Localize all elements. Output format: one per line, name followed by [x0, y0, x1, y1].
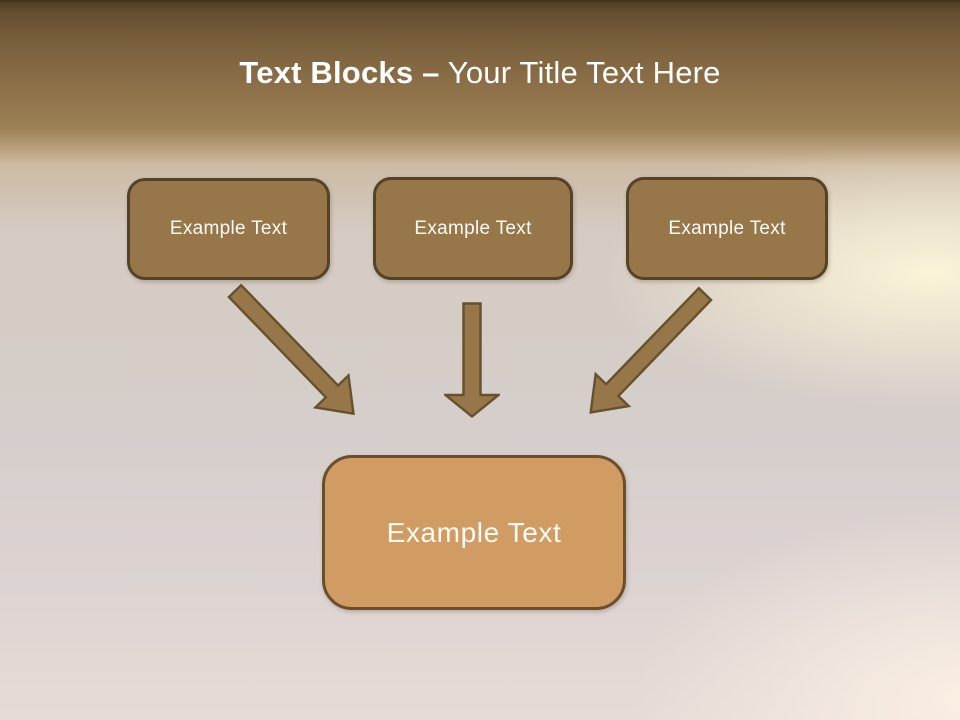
text-block-1-label: Example Text [169, 218, 288, 239]
page-title-regular: Your Title Text Here [447, 55, 721, 90]
page-title-bold: Text Blocks – [239, 55, 440, 90]
arrow-down-left-icon [569, 274, 726, 434]
text-block-bottom: Example Text [322, 455, 626, 610]
arrow-down-icon [444, 302, 500, 418]
page-title: Text Blocks – Your Title Text Here [0, 55, 960, 91]
text-block-3-label: Example Text [668, 217, 786, 239]
slide-top-edge [0, 0, 960, 2]
arrow-down-right-icon [214, 271, 375, 435]
text-block-1: Example Text [127, 178, 330, 280]
text-block-2-label: Example Text [414, 217, 532, 239]
text-block-2: Example Text [373, 177, 573, 280]
text-block-bottom-label: Example Text [386, 516, 562, 548]
title-banner [0, 0, 960, 178]
text-block-3: Example Text [626, 177, 828, 280]
